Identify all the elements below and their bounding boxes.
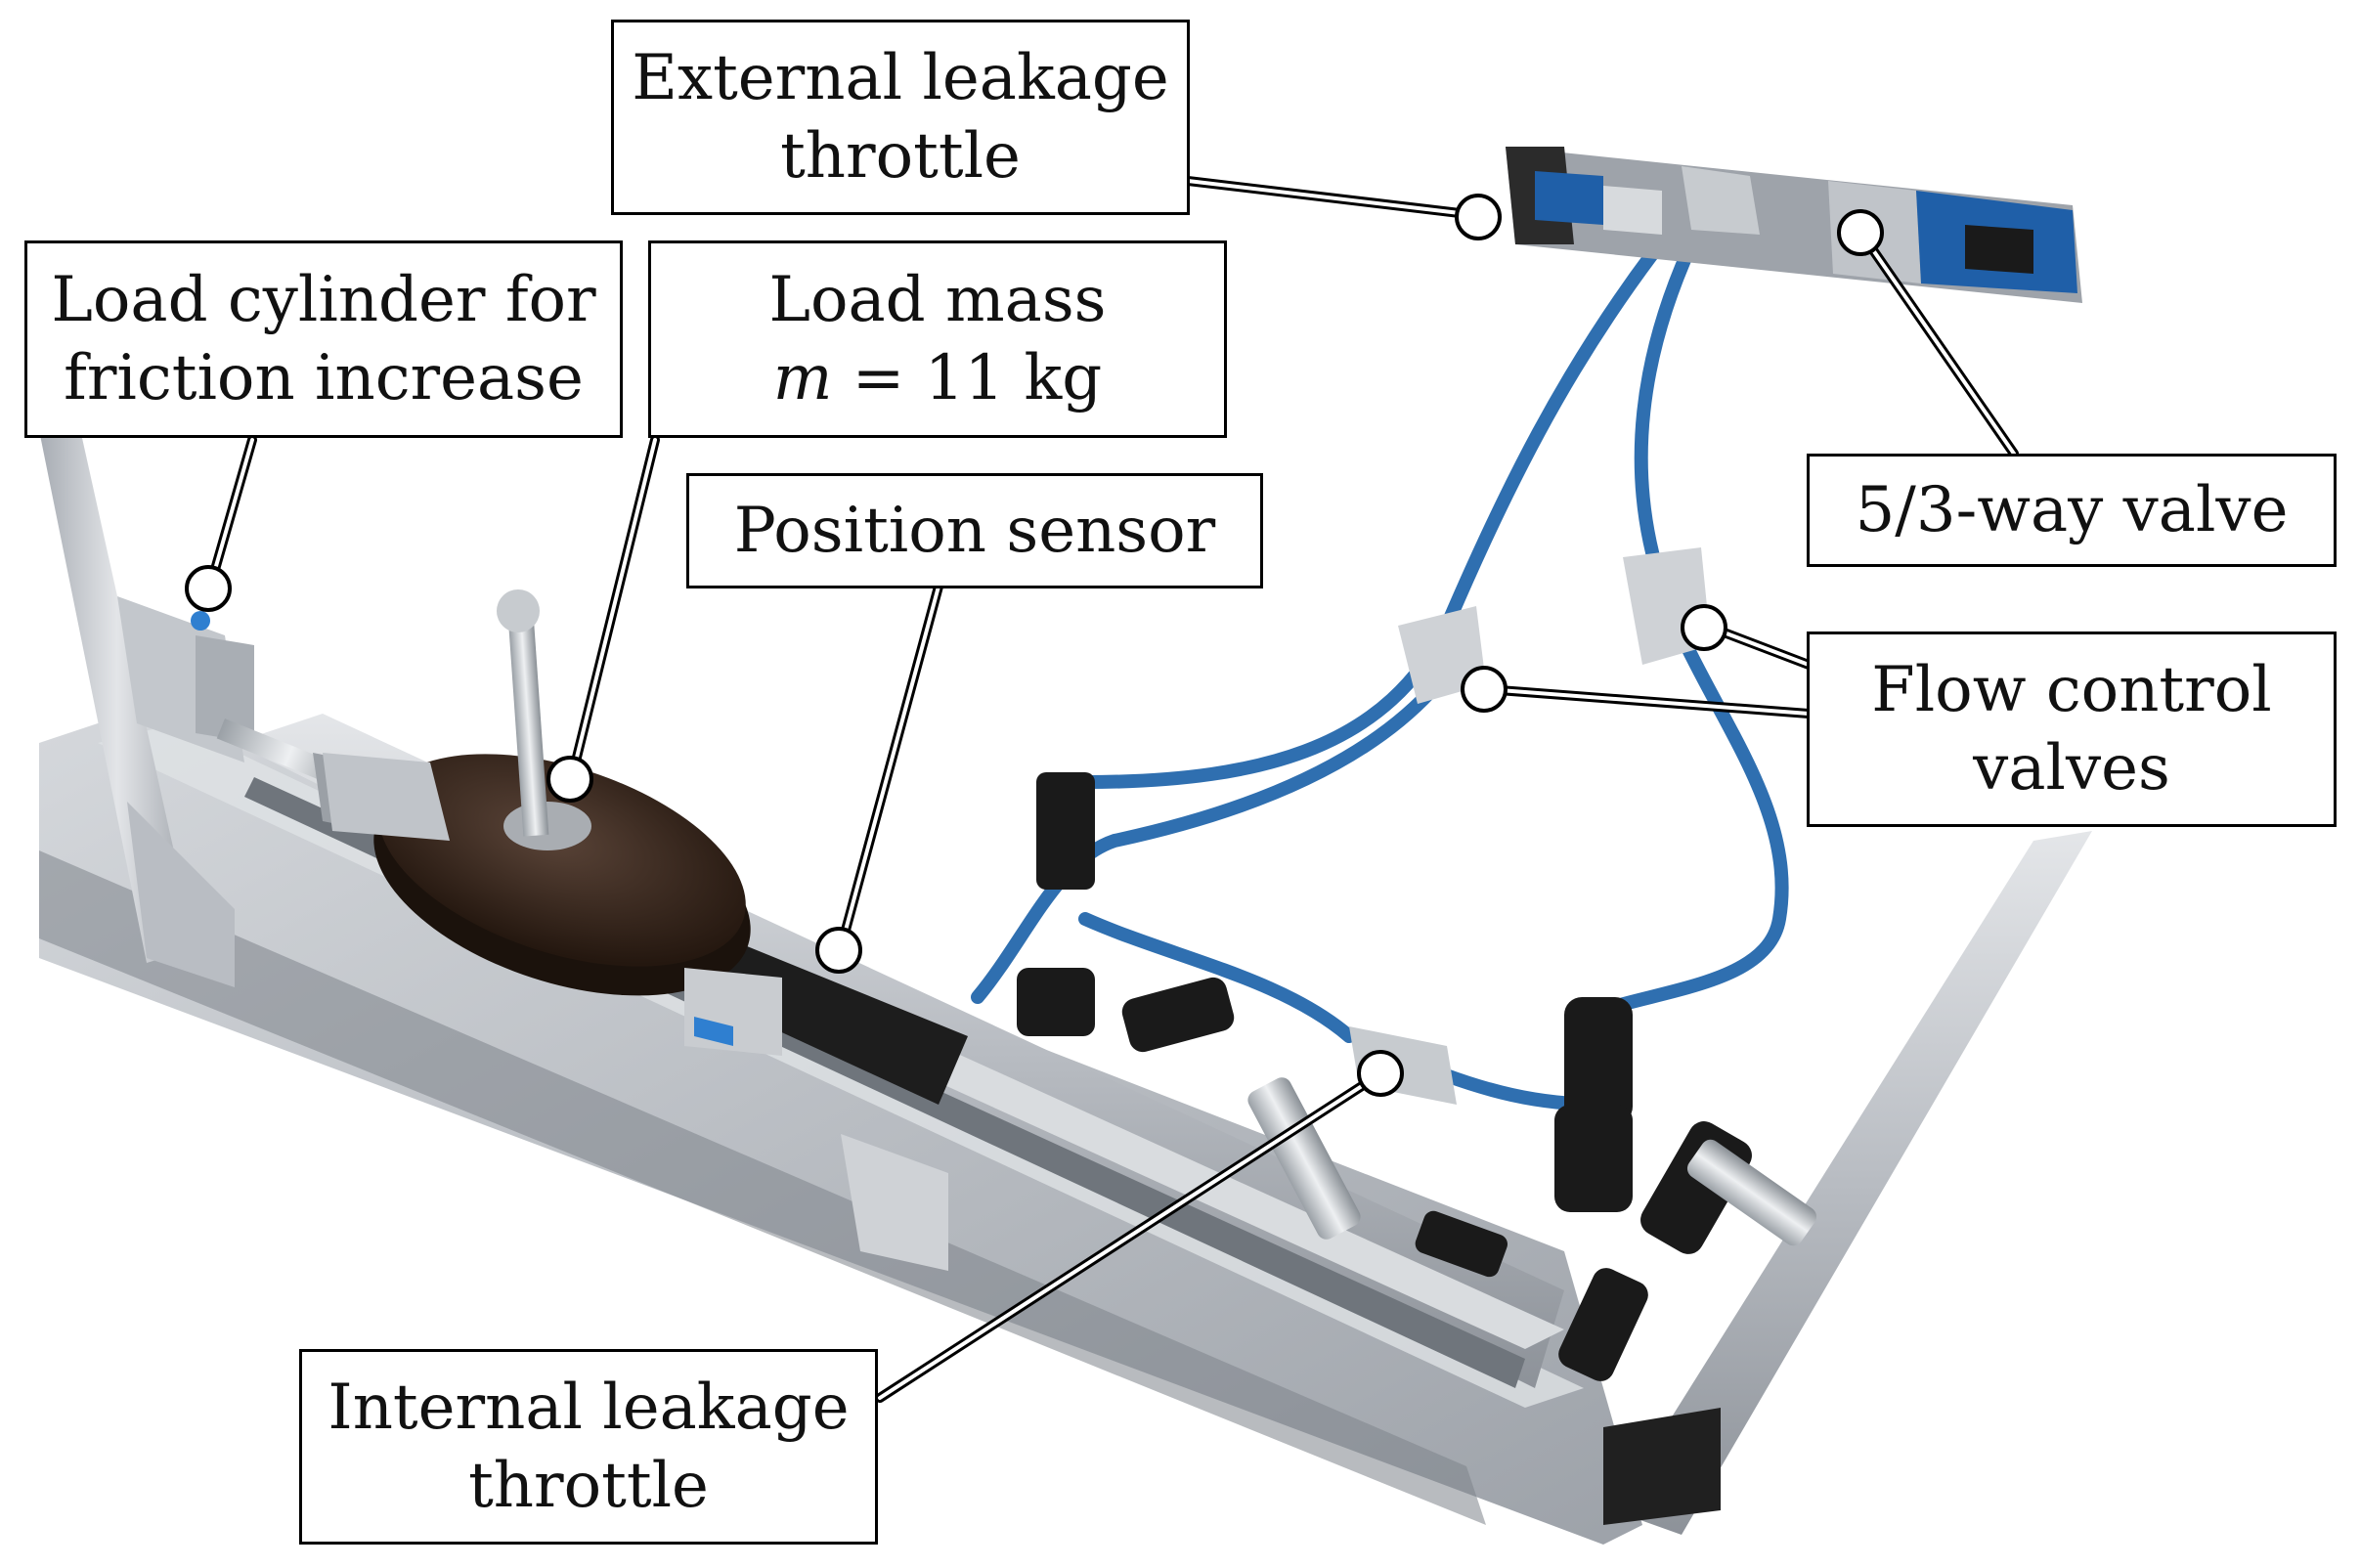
- label-53-way-valve: 5/3-way valve: [1807, 454, 2337, 567]
- label-flow-control-valves-line2: valves: [1973, 732, 2170, 805]
- label-internal-leakage-throttle: Internal leakage throttle: [299, 1349, 878, 1545]
- label-external-leakage-throttle-line2: throttle: [780, 120, 1021, 193]
- leader-lines: [205, 176, 2019, 1403]
- label-external-leakage-throttle-line1: External leakage: [632, 42, 1169, 114]
- label-load-cylinder-line1: Load cylinder for: [51, 264, 596, 336]
- flow-control-valve-bodies: [1398, 547, 1711, 704]
- left-post: [39, 420, 235, 987]
- label-position-sensor: Position sensor: [686, 473, 1263, 588]
- label-load-mass: Load mass m = 11 kg: [648, 240, 1227, 438]
- label-load-mass-line1: Load mass: [768, 264, 1107, 336]
- load-mass-value: = 11 kg: [832, 342, 1103, 414]
- load-mass-disk: [323, 589, 751, 996]
- label-load-cylinder-line2: friction increase: [64, 342, 584, 414]
- position-sensor-body: [684, 968, 782, 1056]
- leader-dots: [185, 194, 1884, 1097]
- label-53-way-valve-line1: 5/3-way valve: [1855, 474, 2289, 546]
- label-position-sensor-line1: Position sensor: [733, 495, 1216, 567]
- label-internal-leakage-throttle-line2: throttle: [468, 1450, 709, 1522]
- label-external-leakage-throttle: External leakage throttle: [611, 20, 1190, 215]
- label-load-cylinder: Load cylinder for friction increase: [24, 240, 623, 438]
- label-internal-leakage-throttle-line1: Internal leakage: [328, 1372, 850, 1444]
- label-flow-control-valves: Flow control valves: [1807, 632, 2337, 827]
- valve-manifold: [1506, 147, 2082, 303]
- load-mass-variable: m: [772, 342, 833, 414]
- label-flow-control-valves-line1: Flow control: [1871, 654, 2272, 726]
- label-load-mass-line2: m = 11 kg: [773, 339, 1103, 417]
